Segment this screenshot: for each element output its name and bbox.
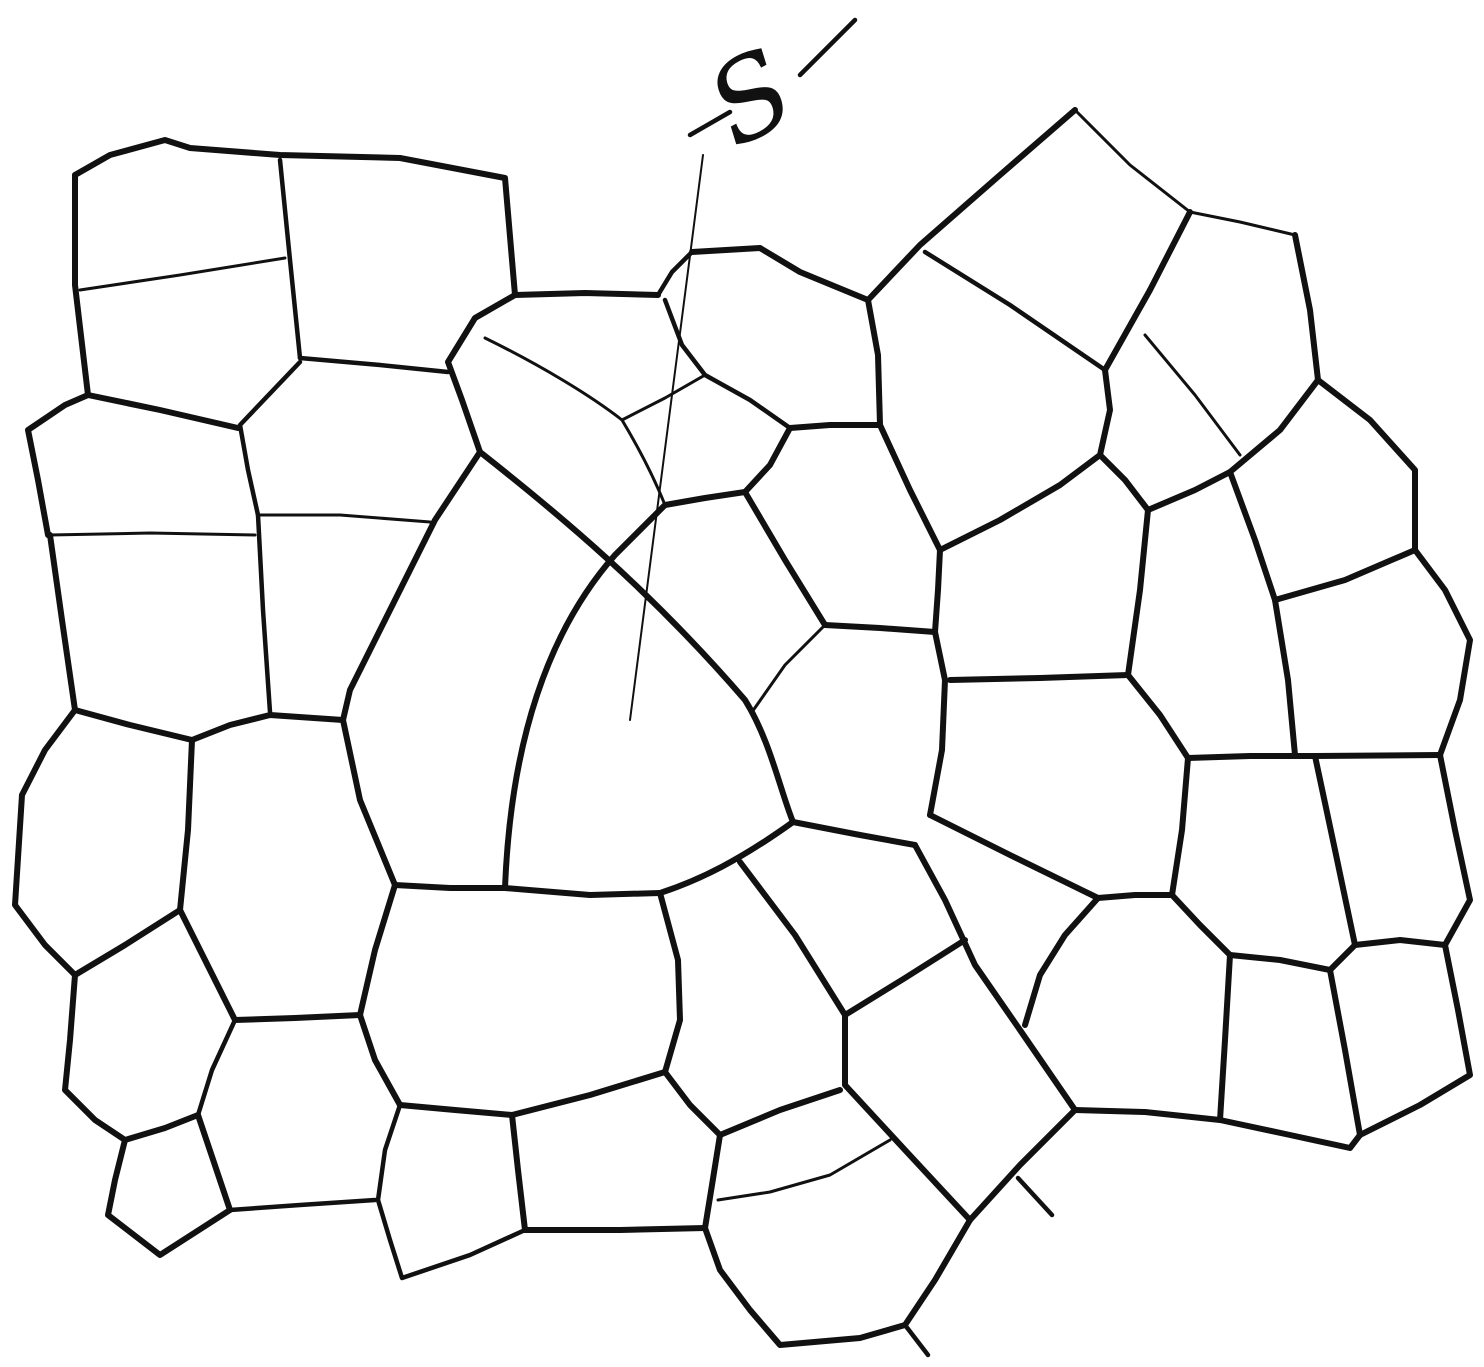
cell-wall bbox=[525, 1228, 705, 1230]
cell-wall bbox=[515, 293, 658, 295]
cell-wall bbox=[790, 425, 880, 428]
cell-wall bbox=[1098, 895, 1172, 898]
